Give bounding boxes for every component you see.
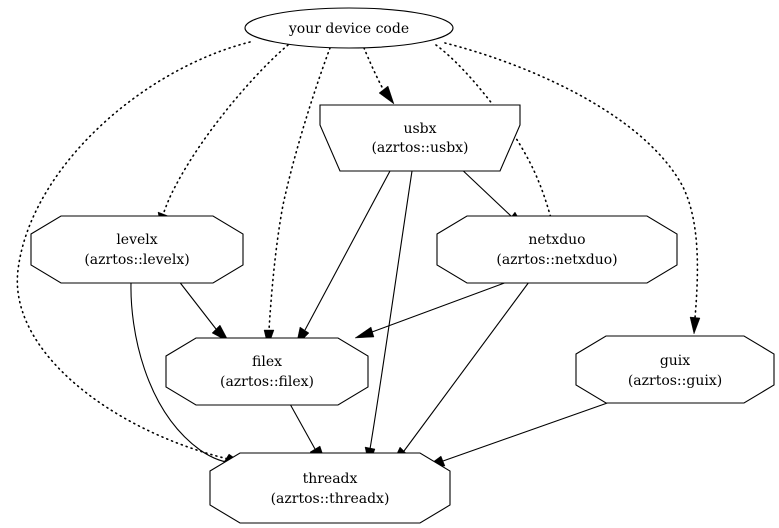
edge-netxduo-to-threadx [391,281,530,465]
node-device-code-label: your device code [288,21,409,37]
node-threadx-shape [209,452,451,524]
node-layer: your device code usbx (azrtos::usbx) lev… [30,7,775,524]
node-netxduo-shape [436,215,678,284]
node-device-code-shape [244,7,454,49]
node-usbx-label-line1: usbx [403,121,436,137]
node-netxduo-label-line1: netxduo [528,232,585,248]
node-threadx-label-line2: (azrtos::threadx) [271,491,390,507]
node-filex-label-line2: (azrtos::filex) [220,374,314,390]
node-guix-label-line1: guix [660,353,690,369]
edge-device-to-guix [444,42,701,335]
node-levelx-shape [30,215,244,284]
node-guix[interactable]: guix (azrtos::guix) [575,335,775,404]
node-guix-label-line2: (azrtos::guix) [628,373,722,389]
node-usbx[interactable]: usbx (azrtos::usbx) [319,104,521,172]
node-device-code[interactable]: your device code [244,7,454,49]
node-threadx-label-line1: threadx [303,471,358,487]
node-filex-shape [165,337,369,406]
edge-device-to-usbx [363,47,395,105]
node-levelx-label-line2: (azrtos::levelx) [84,252,189,268]
edge-levelx-to-filex [177,279,230,343]
edge-netxduo-to-filex [354,277,519,339]
edge-usbx-to-threadx [364,170,413,467]
edge-guix-to-threadx [425,400,614,468]
node-netxduo[interactable]: netxduo (azrtos::netxduo) [436,215,678,284]
node-guix-shape [575,335,775,404]
node-levelx[interactable]: levelx (azrtos::levelx) [30,215,244,284]
node-filex[interactable]: filex (azrtos::filex) [165,337,369,406]
node-usbx-label-line2: (azrtos::usbx) [371,140,468,156]
node-threadx[interactable]: threadx (azrtos::threadx) [209,452,451,524]
edge-device-to-levelx [157,44,289,230]
edge-usbx-to-filex [295,170,391,347]
node-netxduo-label-line2: (azrtos::netxduo) [496,252,617,268]
node-levelx-label-line1: levelx [116,232,157,248]
node-usbx-shape [319,104,521,172]
node-filex-label-line1: filex [252,354,282,370]
